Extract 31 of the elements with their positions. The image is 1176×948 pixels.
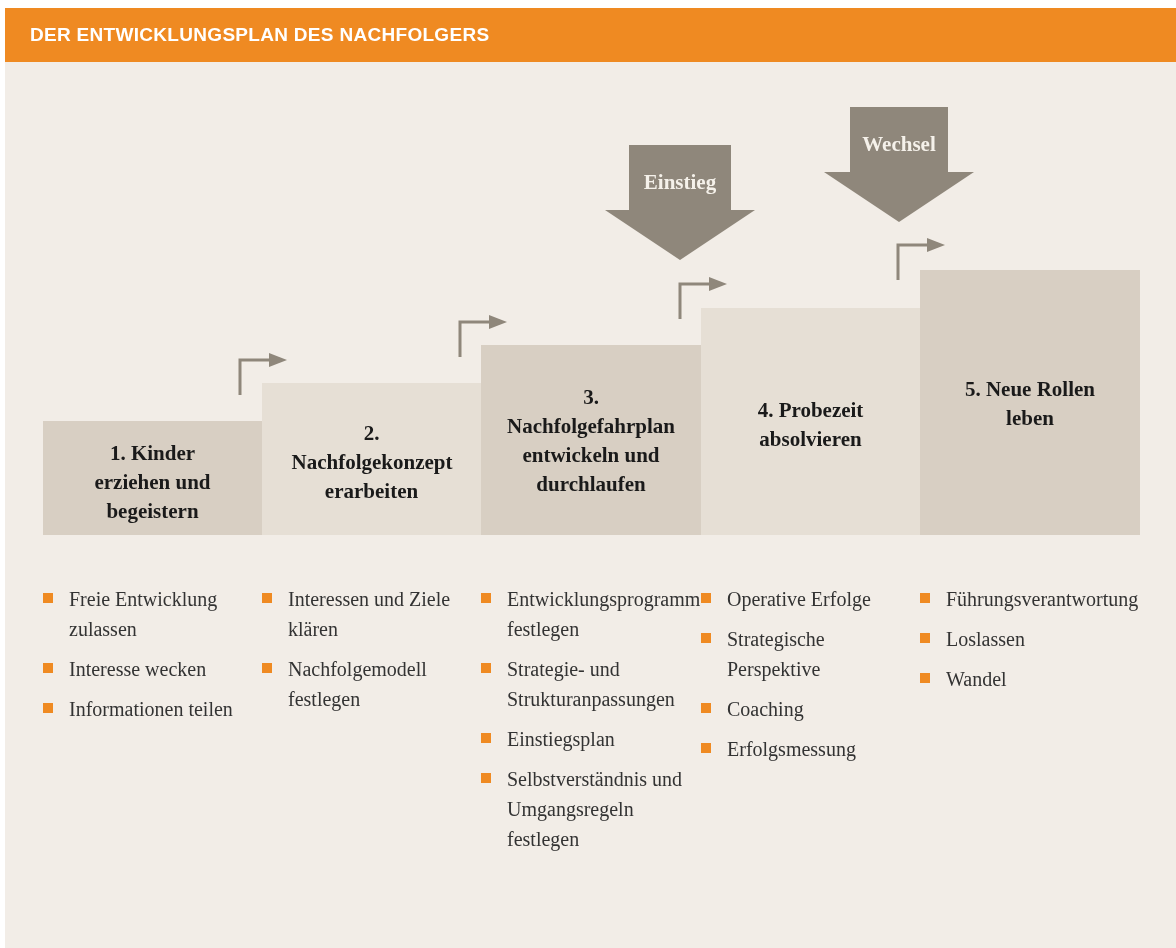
list-item: Erfolgsmessung bbox=[727, 737, 857, 763]
step-title: 4. Probezeit absolvieren bbox=[756, 397, 865, 453]
list-item: Nachfolgemodell festlegen bbox=[288, 657, 428, 713]
list-item: Interesse wecken bbox=[69, 657, 208, 682]
arrow-label: Wechsel bbox=[862, 131, 936, 157]
list-item: Wandel bbox=[946, 667, 1008, 692]
list-item: Informationen teilen bbox=[69, 697, 234, 722]
list-item: Strategische Perspektive bbox=[727, 627, 826, 683]
list-item: Selbstverständnis und Umgangsregeln festlegen bbox=[507, 767, 683, 853]
down-arrow bbox=[605, 145, 755, 260]
step-block bbox=[701, 308, 920, 535]
list-item: Coaching bbox=[727, 697, 805, 723]
title: DER ENTWICKLUNGSPLAN DES NACHFOLGERS bbox=[30, 22, 490, 47]
step-block bbox=[262, 383, 481, 535]
step-title: 1. Kinder erziehen und begeistern bbox=[93, 440, 212, 525]
step-block bbox=[481, 345, 701, 535]
list-item: Einstiegsplan bbox=[507, 727, 616, 753]
step-title: 3. Nachfolgefahrplan entwickeln und durchlaufen bbox=[506, 384, 676, 498]
list-item: Loslassen bbox=[946, 627, 1026, 652]
step-block bbox=[920, 270, 1140, 535]
list-item: Operative Erfolge bbox=[727, 587, 872, 613]
list-item: Führungsverantwortung bbox=[946, 587, 1140, 613]
step-title: 2. Nachfolgekonzept erarbeiten bbox=[291, 420, 452, 505]
list-item: Entwicklungsprogramm festlegen bbox=[507, 587, 702, 643]
list-item: Interessen und Ziele klären bbox=[288, 587, 452, 642]
step-title: 5. Neue Rollen leben bbox=[963, 376, 1097, 432]
step-block bbox=[43, 421, 262, 535]
list-item: Freie Entwicklung zulassen bbox=[69, 587, 219, 642]
down-arrow bbox=[824, 107, 974, 222]
arrow-label: Einstieg bbox=[643, 169, 717, 195]
list-item: Strategie- und Strukturanpassungen bbox=[507, 657, 676, 713]
